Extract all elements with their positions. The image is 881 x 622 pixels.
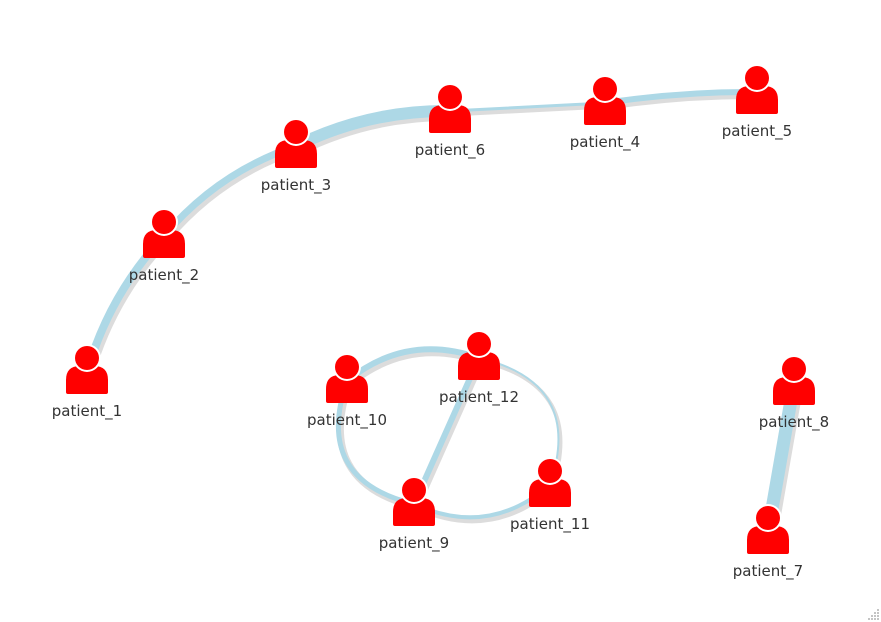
edge-patient_10-patient_12[interactable] — [344, 346, 482, 384]
person-icon — [584, 75, 626, 125]
node-patient_6[interactable]: patient_6 — [415, 83, 485, 160]
node-label: patient_1 — [52, 402, 122, 421]
node-patient_11[interactable]: patient_11 — [510, 457, 590, 534]
nodes-layer: patient_1patient_2patient_3patient_4pati… — [52, 64, 829, 581]
node-patient_12[interactable]: patient_12 — [439, 330, 519, 407]
node-label: patient_7 — [733, 562, 803, 581]
node-patient_8[interactable]: patient_8 — [759, 355, 829, 432]
node-patient_1[interactable]: patient_1 — [52, 344, 122, 421]
node-label: patient_4 — [570, 133, 640, 152]
node-label: patient_12 — [439, 388, 519, 407]
node-patient_7[interactable]: patient_7 — [733, 504, 803, 581]
person-icon — [393, 476, 435, 526]
person-icon — [773, 355, 815, 405]
person-icon — [275, 118, 317, 168]
node-patient_2[interactable]: patient_2 — [129, 208, 199, 285]
node-patient_5[interactable]: patient_5 — [722, 64, 792, 141]
node-label: patient_8 — [759, 413, 829, 432]
person-icon — [429, 83, 471, 133]
node-label: patient_10 — [307, 411, 387, 430]
node-patient_9[interactable]: patient_9 — [379, 476, 449, 553]
node-label: patient_11 — [510, 515, 590, 534]
edge-patient_9-patient_10[interactable] — [336, 378, 417, 507]
resize-grip-icon[interactable] — [868, 609, 879, 620]
node-patient_10[interactable]: patient_10 — [307, 353, 387, 430]
person-icon — [736, 64, 778, 114]
person-icon — [326, 353, 368, 403]
node-label: patient_5 — [722, 122, 792, 141]
node-label: patient_2 — [129, 266, 199, 285]
node-patient_3[interactable]: patient_3 — [261, 118, 331, 195]
node-label: patient_6 — [415, 141, 485, 160]
node-label: patient_9 — [379, 534, 449, 553]
node-label: patient_3 — [261, 176, 331, 195]
person-icon — [747, 504, 789, 554]
person-icon — [458, 330, 500, 380]
person-icon — [143, 208, 185, 258]
person-icon — [66, 344, 108, 394]
node-patient_4[interactable]: patient_4 — [570, 75, 640, 152]
person-icon — [529, 457, 571, 507]
